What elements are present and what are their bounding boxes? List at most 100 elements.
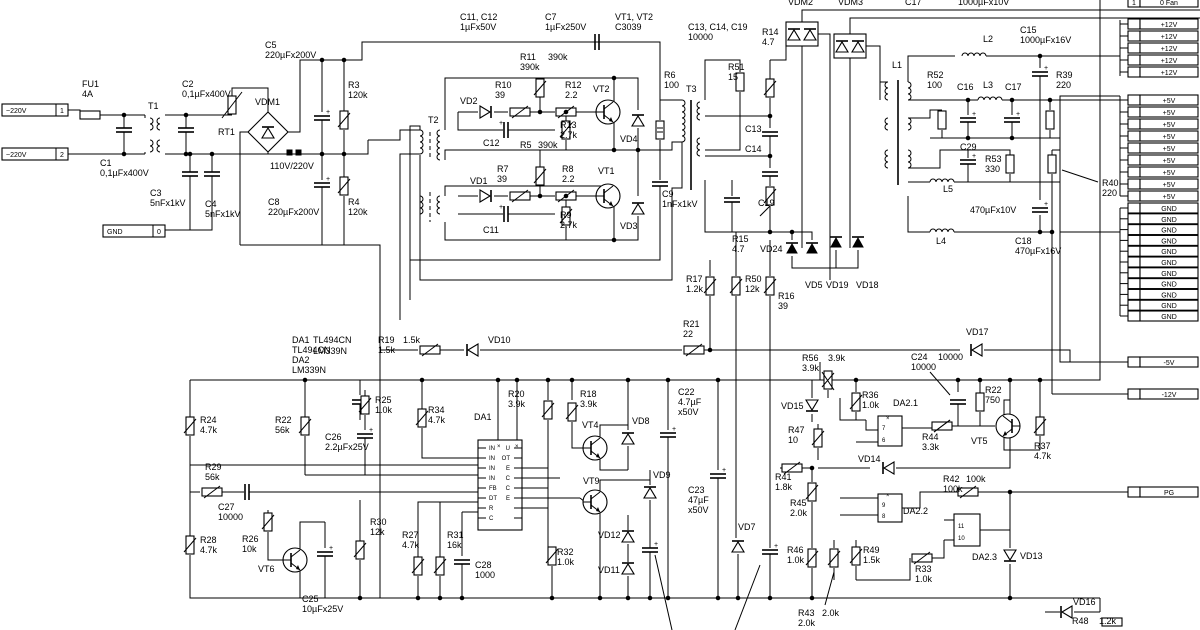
diode-bridge-vdm2-d2-body (803, 28, 817, 41)
diode-vd3 (631, 202, 645, 215)
c4-label: 5nFx1kV (205, 209, 241, 219)
junction (545, 377, 551, 383)
diode-vd14 (882, 461, 895, 475)
r51-label: 15 (728, 72, 738, 82)
output-12v-3: +12V (1127, 42, 1199, 54)
wire (811, 379, 820, 398)
transformer-t2-sec2 (419, 195, 424, 215)
wire (705, 92, 741, 151)
c23-label: C23 (688, 485, 705, 495)
junction (121, 112, 127, 118)
junction (767, 595, 773, 601)
wire (189, 555, 380, 599)
resistor-r13-adj (559, 122, 573, 138)
da1-lpin-label: IN (489, 456, 495, 462)
l5-label: L5 (943, 184, 953, 194)
da22-p8: 8 (882, 514, 886, 520)
junction (209, 151, 215, 157)
wire (530, 95, 541, 113)
r41-label: 1.8k (775, 482, 793, 492)
r40-label: 220 (1102, 188, 1117, 198)
transistor-vt2-arrow (609, 117, 613, 122)
r47-label: R47 (788, 425, 805, 435)
wire (839, 398, 866, 421)
r52-label: 100 (927, 80, 942, 90)
junction (549, 595, 555, 601)
gnd-input-box (102, 224, 166, 238)
r28-label: 4.7k (200, 545, 218, 555)
r7-label: 39 (497, 174, 507, 184)
transistor-vt5-arrow (1003, 431, 1007, 436)
diode-vd16 (1060, 605, 1073, 619)
output-minus5v-text: -5V (1164, 360, 1175, 367)
output-12v-2-text: +12V (1161, 34, 1178, 41)
c24-pointer (929, 371, 951, 396)
diode-vd16-body (1060, 605, 1073, 619)
c27-label: C27 (218, 502, 235, 512)
diode-vd5-body (806, 242, 818, 254)
wire (791, 250, 859, 269)
output-12v-5-box (1139, 66, 1199, 78)
wire (1003, 436, 1040, 451)
output-5v-4-text: +5V (1163, 134, 1176, 141)
output-5v-8-pinbox (1127, 178, 1141, 190)
resistor-r24-adj (183, 418, 197, 434)
output-gnd-2: GND (1127, 213, 1199, 225)
r34-label: 4.7k (428, 415, 446, 425)
fuse-fu1 (79, 110, 101, 120)
r34-label: R34 (428, 405, 445, 415)
resistor-r40 (1047, 154, 1057, 174)
output-gnd-1-text: GND (1161, 206, 1177, 213)
wire (228, 152, 269, 155)
rt1-slash (221, 91, 243, 119)
wire (599, 41, 661, 115)
c19-label: C19 (758, 198, 775, 208)
output-12v-2-box (1139, 30, 1199, 42)
wire (849, 17, 1200, 34)
junction (853, 377, 859, 383)
resistor-r17-adj (703, 278, 717, 294)
vd11-label: VD11 (598, 565, 620, 575)
da-label: DA2 (292, 355, 310, 365)
wire (638, 141, 682, 151)
c3-label: 5nFx1kV (150, 198, 186, 208)
output-gnd-11-pinbox (1127, 310, 1141, 322)
output-gnd-2-box (1139, 213, 1199, 225)
transformer-t1b (156, 117, 161, 131)
vd19-label: VD19 (826, 280, 849, 290)
ac-input-1-text: ~220V (6, 108, 27, 115)
output-gnd-7-box (1139, 267, 1199, 279)
c23-label: x50V (688, 505, 709, 515)
junction (965, 135, 971, 141)
c2-label: 0,1µFx400V (182, 89, 231, 99)
junction (611, 147, 617, 153)
r16-label: R16 (778, 291, 795, 301)
output-5v-8: +5V (1127, 178, 1199, 190)
wire (770, 231, 793, 240)
r39-label: R39 (1056, 70, 1073, 80)
c16-label: C16 (957, 82, 974, 92)
diode-vd4 (631, 114, 645, 127)
r31-label: R31 (447, 530, 464, 540)
diode-vd18 (852, 236, 864, 248)
da1-lpin-label: IN (489, 466, 495, 472)
output-gnd-2-text: GND (1161, 217, 1177, 224)
r9-label: R9 (560, 210, 572, 220)
c24-label: C24 (911, 352, 928, 362)
r26-label: 10k (242, 544, 257, 554)
r18-label: R18 (580, 389, 597, 399)
inductor-l4 (929, 228, 955, 233)
jumper-a (286, 149, 293, 156)
da21-p6: 6 (882, 438, 886, 444)
diode-bridge-vdm2 (785, 21, 819, 47)
r26-label: R26 (242, 534, 259, 544)
c28-label: C28 (475, 560, 492, 570)
wire (984, 349, 1071, 362)
junction (183, 112, 189, 118)
junction (715, 595, 721, 601)
vdm3-label: VDM3 (838, 0, 863, 7)
da23-p10: 10 (958, 536, 965, 542)
wire (457, 112, 470, 131)
r6-label: R6 (664, 70, 676, 80)
inductor-l2 (961, 52, 987, 57)
